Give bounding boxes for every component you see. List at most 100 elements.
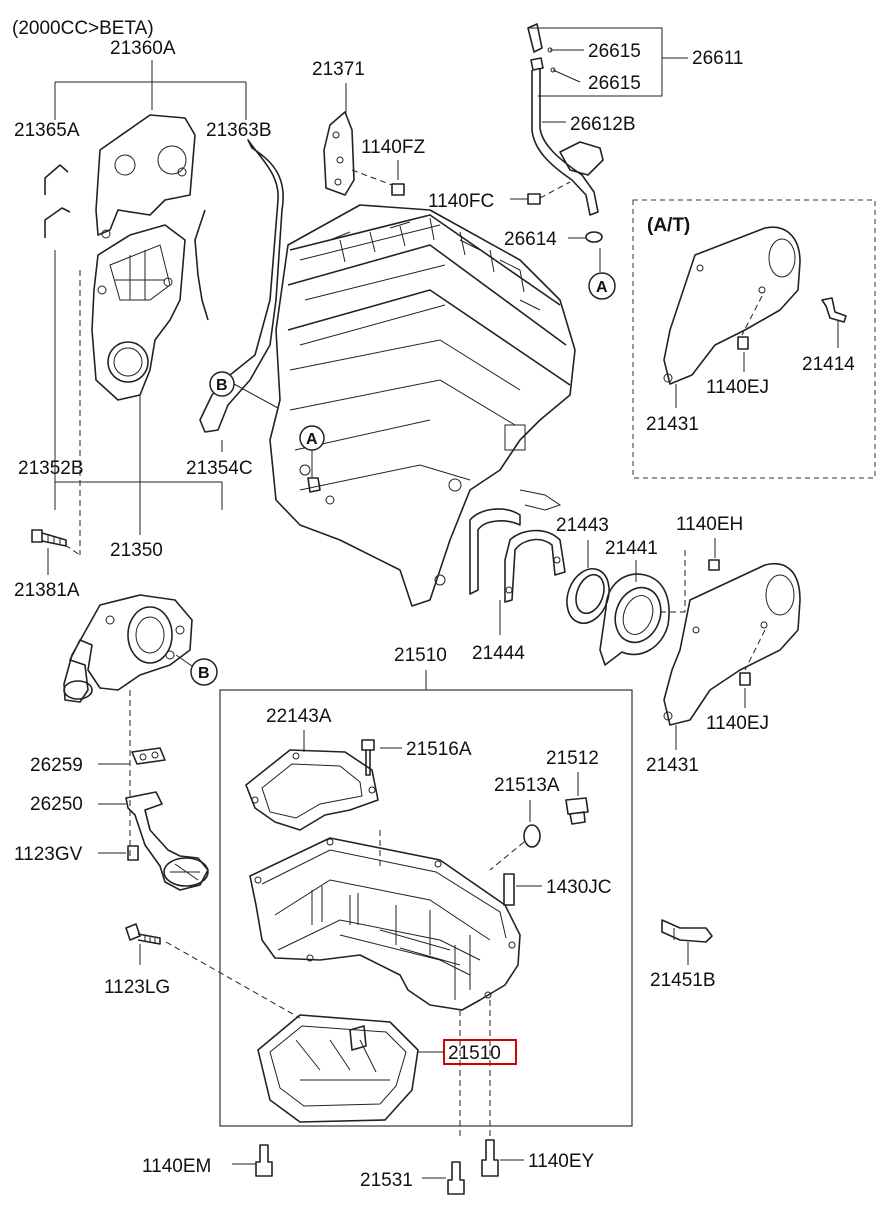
- label-26614[interactable]: 26614: [504, 229, 557, 250]
- dipstick-handle: [527, 23, 556, 73]
- oil-strainer-26250: [125, 791, 209, 891]
- bolt-1140EJ-at: [737, 336, 749, 350]
- gasket-clip-upper: [44, 164, 69, 195]
- leader-26611: [528, 27, 688, 97]
- label-21350[interactable]: 21350: [110, 540, 163, 561]
- label-26615-b[interactable]: 26615: [588, 73, 641, 94]
- gasket-21354C: [194, 209, 209, 321]
- variant-label: (2000CC>BETA): [12, 18, 154, 39]
- at-box: [632, 199, 876, 479]
- leader-21360A: [54, 60, 247, 120]
- label-21513A[interactable]: 21513A: [494, 775, 560, 796]
- gasket-21363B: [199, 139, 284, 433]
- label-21531[interactable]: 21531: [360, 1170, 413, 1191]
- ref-b-pump-leader: [175, 654, 193, 667]
- ref-a-block-label: A: [306, 431, 318, 448]
- dash-21513A: [489, 841, 525, 871]
- rear-plate-at: [663, 226, 801, 385]
- label-21363B[interactable]: 21363B: [206, 120, 272, 141]
- dash-1140FC: [539, 181, 571, 199]
- label-26250[interactable]: 26250: [30, 794, 83, 815]
- timing-belt-cover-lower: [91, 224, 186, 401]
- gasket-clip-lower: [44, 207, 71, 238]
- label-21371[interactable]: 21371: [312, 59, 365, 80]
- dash-1123LG: [165, 941, 301, 1019]
- label-26612B[interactable]: 26612B: [570, 114, 636, 135]
- ref-b-upper-label: B: [216, 377, 228, 394]
- label-21352B[interactable]: 21352B: [18, 458, 84, 479]
- label-1140FC[interactable]: 1140FC: [428, 191, 494, 212]
- bolt-1140EH: [708, 559, 720, 571]
- bolt-1140EJ: [739, 672, 751, 686]
- baffle-22143A: [245, 749, 379, 831]
- at-box-title: (A/T): [647, 215, 690, 236]
- label-1140EM[interactable]: 1140EM: [142, 1156, 211, 1177]
- label-21360A[interactable]: 21360A: [110, 38, 176, 59]
- label-21381A[interactable]: 21381A: [14, 580, 80, 601]
- label-26615-a[interactable]: 26615: [588, 41, 641, 62]
- label-21451B[interactable]: 21451B: [650, 970, 716, 991]
- label-21510-top[interactable]: 21510: [394, 645, 447, 666]
- label-1140EJ[interactable]: 1140EJ: [706, 713, 769, 734]
- gasket-26259-hole-a: [139, 753, 147, 761]
- label-1140EH[interactable]: 1140EH: [676, 514, 743, 535]
- leader-21352B: [54, 250, 223, 510]
- label-21431-at[interactable]: 21431: [646, 414, 699, 435]
- bolt-1123GV: [127, 845, 139, 861]
- label-26611[interactable]: 26611: [692, 48, 743, 69]
- seal-case-21444: [469, 508, 566, 603]
- label-21365A[interactable]: 21365A: [14, 120, 80, 141]
- label-1123GV[interactable]: 1123GV: [14, 844, 83, 865]
- label-26259[interactable]: 26259: [30, 755, 83, 776]
- label-1140FZ[interactable]: 1140FZ: [361, 137, 425, 158]
- dash-1140EH: [660, 550, 686, 613]
- label-1430JC[interactable]: 1430JC: [546, 877, 612, 898]
- ref-b-leader: [233, 383, 279, 409]
- gasket-21513A: [523, 824, 541, 848]
- label-1123LG[interactable]: 1123LG: [104, 977, 170, 998]
- label-21441[interactable]: 21441: [605, 538, 658, 559]
- lower-oil-pan-21510: [257, 1014, 419, 1123]
- bracket-21371: [323, 111, 355, 196]
- drain-plug-21512: [565, 797, 589, 825]
- dash-oil-pan-bolts: [459, 1000, 491, 1140]
- rear-plate-lower: [663, 563, 801, 726]
- ref-circle-a-upper[interactable]: [588, 272, 616, 300]
- bolt-1123LG: [125, 923, 161, 945]
- ref-b-pump-label: B: [198, 665, 210, 682]
- label-21354C[interactable]: 21354C: [186, 458, 253, 479]
- oil-pump-21310: [63, 594, 193, 703]
- seal-retainer-21441: [599, 573, 670, 666]
- label-21444[interactable]: 21444: [472, 643, 525, 664]
- timing-belt-cover-upper: [95, 114, 196, 239]
- dash-1140EJ-at: [741, 295, 763, 336]
- label-21443[interactable]: 21443: [556, 515, 609, 536]
- bolt-21381A: [31, 529, 67, 547]
- label-21414[interactable]: 21414: [802, 354, 855, 375]
- dash-1140EJ: [744, 629, 766, 671]
- label-22143A[interactable]: 22143A: [266, 706, 332, 727]
- gasket-26259-hole-b: [151, 751, 159, 759]
- bracket-21414: [821, 297, 847, 323]
- ref-a-upper-label: A: [596, 279, 608, 296]
- sealant-21451B: [661, 919, 713, 943]
- oil-pan-group-box: [219, 689, 633, 1127]
- label-1140EJ-at[interactable]: 1140EJ: [706, 377, 769, 398]
- bolt-1140EY: [481, 1139, 499, 1177]
- gasket-26259: [131, 747, 166, 765]
- label-21512[interactable]: 21512: [546, 748, 599, 769]
- label-21510-hl[interactable]: 21510: [448, 1043, 501, 1064]
- label-21431[interactable]: 21431: [646, 755, 699, 776]
- dipstick-tube: [531, 68, 604, 216]
- label-1140EY[interactable]: 1140EY: [528, 1151, 595, 1172]
- ref-circle-b-pump[interactable]: [190, 658, 218, 686]
- bolt-1140FZ: [391, 183, 405, 196]
- engine-block: [269, 204, 576, 607]
- bolt-1140EM: [255, 1144, 273, 1177]
- dowel-1430JC: [503, 873, 515, 906]
- bolt-21531: [447, 1161, 465, 1195]
- label-21516A[interactable]: 21516A: [406, 739, 472, 760]
- upper-oil-pan: [249, 837, 521, 1011]
- dash-21381A-b: [64, 544, 81, 556]
